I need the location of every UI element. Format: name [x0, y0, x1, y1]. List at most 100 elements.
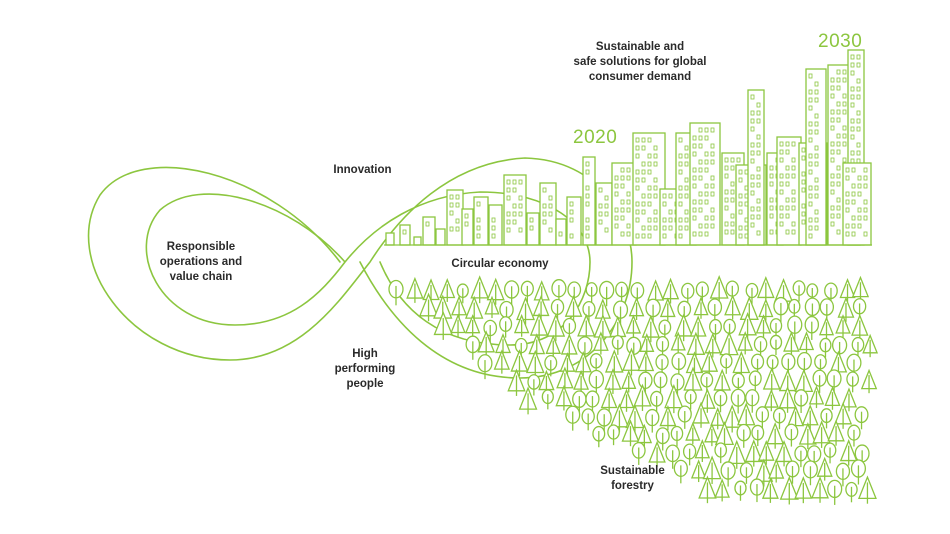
window [791, 141, 796, 147]
window [529, 225, 534, 231]
tree [507, 368, 526, 396]
window [769, 229, 774, 235]
window [779, 181, 784, 187]
window [542, 211, 547, 217]
window [704, 135, 709, 141]
window [641, 201, 646, 207]
window [518, 203, 523, 209]
building [473, 196, 489, 246]
window [750, 118, 755, 124]
tree [819, 337, 832, 358]
window [830, 77, 835, 83]
window [738, 177, 743, 183]
window [604, 195, 609, 201]
tree [598, 280, 615, 307]
tree [738, 312, 757, 341]
tree [820, 408, 833, 429]
window [791, 157, 796, 163]
window [455, 226, 460, 232]
window [585, 161, 590, 167]
tree [600, 387, 618, 413]
window [626, 231, 631, 237]
tree [804, 315, 820, 340]
tree [808, 385, 825, 409]
tree [834, 401, 853, 429]
window [698, 159, 703, 165]
tree [648, 440, 666, 467]
tree [785, 460, 800, 484]
tree [846, 371, 860, 393]
tree [621, 419, 640, 447]
tree [739, 462, 754, 484]
window [808, 193, 813, 199]
tree [801, 404, 819, 430]
tree [787, 315, 803, 341]
window [836, 133, 841, 139]
tree [499, 316, 513, 338]
tree [690, 459, 707, 483]
window [491, 217, 496, 223]
window [635, 169, 640, 175]
city-skyline [384, 49, 872, 246]
window [506, 179, 511, 185]
window [836, 117, 841, 123]
window [785, 165, 790, 171]
window [750, 110, 755, 116]
tree [625, 314, 642, 338]
window [808, 161, 813, 167]
window [684, 225, 689, 231]
window [801, 219, 806, 225]
window [548, 203, 553, 209]
building [399, 224, 411, 246]
window [836, 197, 841, 203]
window [779, 205, 784, 211]
window [653, 145, 658, 151]
tree [720, 461, 736, 487]
tree [736, 423, 751, 448]
window [402, 229, 407, 235]
tree [477, 354, 493, 380]
loop-outer [87, 157, 633, 379]
window [842, 133, 847, 139]
window [769, 205, 774, 211]
window [449, 226, 454, 232]
window [738, 209, 743, 215]
window [845, 207, 850, 213]
window [845, 191, 850, 197]
window [647, 185, 652, 191]
window [678, 137, 683, 143]
window [814, 209, 819, 215]
window [620, 183, 625, 189]
window [692, 175, 697, 181]
window [857, 223, 862, 229]
window [724, 165, 729, 171]
window [604, 203, 609, 209]
tree [670, 425, 684, 447]
tree [671, 352, 687, 377]
tree [714, 478, 730, 502]
tree [525, 349, 545, 378]
window [830, 221, 835, 227]
tree [698, 475, 717, 504]
window [684, 177, 689, 183]
window [769, 197, 774, 203]
tree [757, 440, 775, 465]
window [857, 207, 862, 213]
tree [827, 419, 845, 446]
building [595, 182, 613, 246]
window [814, 161, 819, 167]
tree [772, 407, 787, 430]
tree [555, 384, 573, 411]
window [692, 199, 697, 205]
window [635, 145, 640, 151]
window [704, 199, 709, 205]
window [684, 209, 689, 215]
window [585, 169, 590, 175]
window [756, 134, 761, 140]
tree [802, 460, 818, 486]
window [830, 125, 835, 131]
window [704, 183, 709, 189]
tree [792, 280, 806, 302]
window [641, 161, 646, 167]
window [750, 158, 755, 164]
